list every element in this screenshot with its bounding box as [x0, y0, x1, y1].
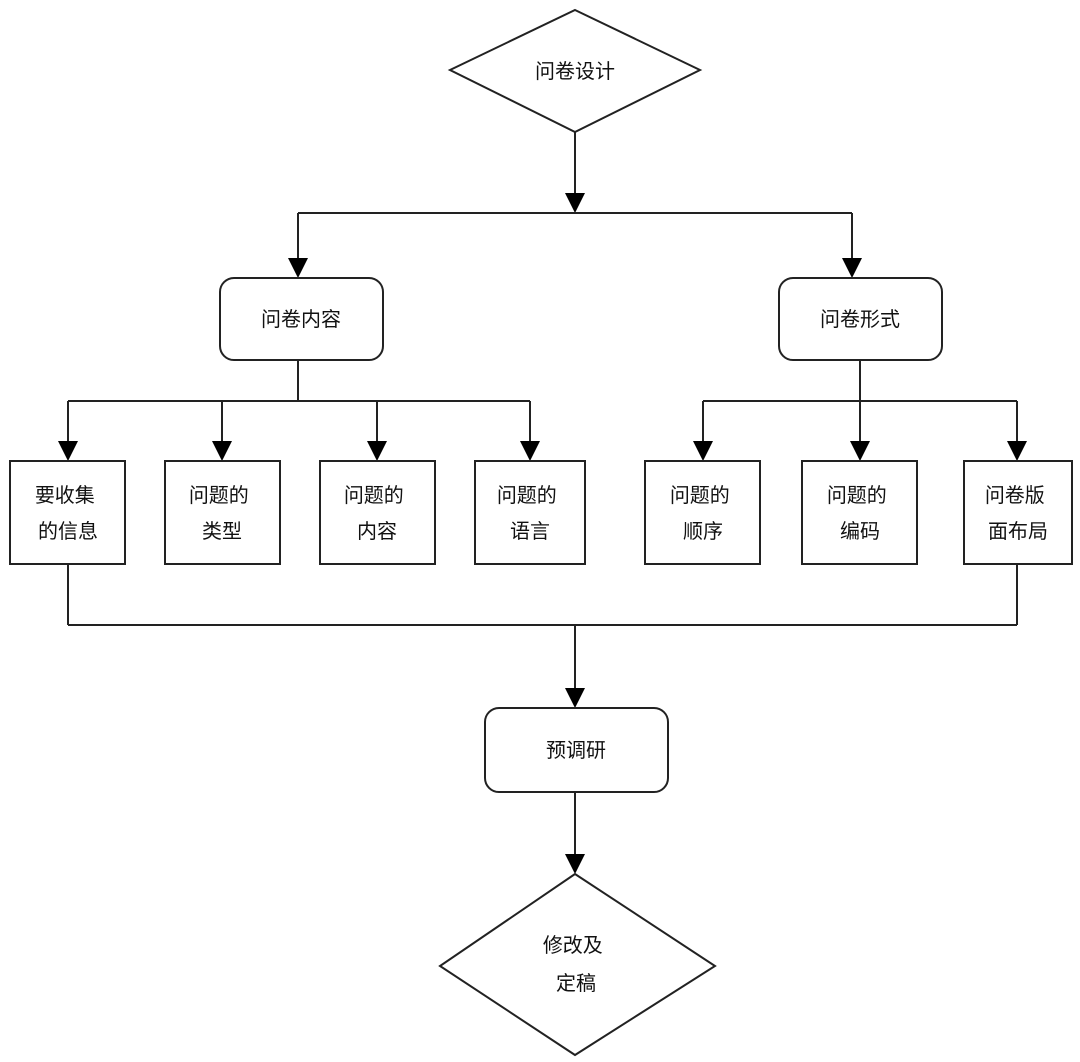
node-label-line: 内容: [357, 519, 397, 543]
node-label: 问卷设计: [535, 59, 615, 83]
arrowhead: [58, 441, 78, 461]
node-label-line: 面布局: [988, 519, 1048, 543]
node-label-line: 问题的: [497, 483, 557, 507]
node-label: 问题的 内容: [344, 483, 410, 543]
node-label: 问题的 编码: [827, 483, 893, 543]
arrowhead: [367, 441, 387, 461]
content-item-node: 问题的 类型: [164, 460, 281, 565]
node-label-line: 编码: [840, 519, 880, 543]
node-label: 预调研: [546, 738, 606, 762]
form-item-node: 问卷版 面布局: [963, 460, 1073, 565]
arrowhead: [520, 441, 540, 461]
node-label-line: 问卷设计: [535, 59, 615, 83]
node-label-line: 顺序: [683, 519, 723, 543]
form-item-node: 问题的 顺序: [644, 460, 761, 565]
start-node: 问卷设计: [447, 8, 703, 134]
end-node: 修改及 定稿: [438, 872, 717, 1057]
pretest-node: 预调研: [484, 707, 669, 793]
node-label-line: 语言: [510, 519, 550, 543]
node-label: 问卷内容: [261, 307, 341, 331]
node-label: 问题的 语言: [497, 483, 563, 543]
node-label: 问题的 类型: [189, 483, 255, 543]
content-item-node: 要收集 的信息: [9, 460, 126, 565]
arrowhead: [565, 854, 585, 874]
node-label-line: 的信息: [38, 519, 98, 543]
node-label-line: 问题的: [827, 483, 887, 507]
arrowhead: [842, 258, 862, 278]
node-label-line: 问题的: [344, 483, 404, 507]
node-label: 要收集 的信息: [35, 483, 101, 543]
node-label: 问卷版 面布局: [985, 483, 1051, 543]
node-label-line: 问题的: [189, 483, 249, 507]
arrowhead: [565, 688, 585, 708]
node-label: 问卷形式: [820, 307, 900, 331]
node-label-line: 类型: [202, 519, 242, 543]
arrowhead: [693, 441, 713, 461]
node-label-line: 定稿: [556, 971, 596, 995]
arrowhead: [850, 441, 870, 461]
node-label-line: 问卷版: [985, 483, 1045, 507]
arrowhead: [565, 193, 585, 213]
node-label-line: 修改及: [543, 933, 603, 957]
node-label-line: 预调研: [546, 738, 606, 762]
node-label-line: 要收集: [35, 483, 95, 507]
form-item-node: 问题的 编码: [801, 460, 918, 565]
content-item-node: 问题的 语言: [474, 460, 586, 565]
arrowhead: [212, 441, 232, 461]
arrowhead: [1007, 441, 1027, 461]
node-label: 问题的 顺序: [670, 483, 736, 543]
node-label: 修改及 定稿: [543, 933, 609, 995]
content-item-node: 问题的 内容: [319, 460, 436, 565]
form-branch-node: 问卷形式: [778, 277, 943, 361]
node-label-line: 问卷形式: [820, 307, 900, 331]
content-branch-node: 问卷内容: [219, 277, 384, 361]
arrowhead: [288, 258, 308, 278]
node-label-line: 问卷内容: [261, 307, 341, 331]
node-label-line: 问题的: [670, 483, 730, 507]
